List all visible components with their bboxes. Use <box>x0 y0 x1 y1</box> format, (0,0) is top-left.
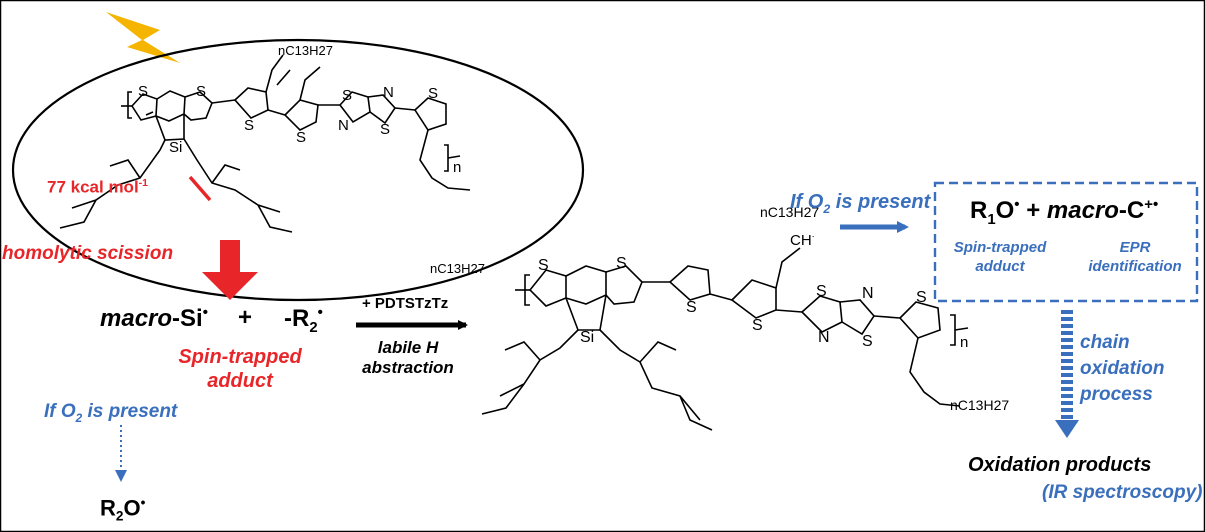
atom-s: S <box>244 117 255 134</box>
atom-s: S <box>380 121 391 138</box>
atom-s: S <box>342 87 353 104</box>
bond-energy-label: 77 kcal mol-1 <box>47 177 149 197</box>
homolytic-scission-label: homolytic scission <box>2 243 174 264</box>
atom-s: S <box>538 257 549 274</box>
oxidation-products-label: Oxidation products <box>968 454 1152 476</box>
chain-oxidation-arrowhead <box>1055 420 1079 438</box>
polymer-structure-reactant <box>59 54 471 233</box>
atom-s: S <box>296 129 307 146</box>
r2o-radical: R2O• <box>100 495 146 524</box>
reagent-label: + PDTSTzTz <box>362 295 449 312</box>
atom-s: S <box>752 317 763 334</box>
products-box <box>933 181 1199 303</box>
bond-cleavage-mark <box>188 175 212 202</box>
atom-s: S <box>686 299 697 316</box>
atom-s: S <box>196 83 207 100</box>
if-o2-present-right: If O2 is present <box>790 191 931 216</box>
homolytic-arrow <box>202 240 258 300</box>
macro-si-radical: macro-Si• <box>100 305 208 332</box>
atom-si: Si <box>580 329 595 346</box>
atom-n: N <box>862 285 874 302</box>
substituent-top-reactant: nC13H27 <box>278 43 333 58</box>
radical-site-ch: CH· <box>790 231 815 249</box>
atom-s: S <box>816 283 827 300</box>
repeat-unit-n: n <box>960 334 969 351</box>
substituent-bottom-radical: nC13H27 <box>950 397 1010 413</box>
atom-n: N <box>338 117 349 134</box>
ir-spectroscopy-label: (IR spectroscopy) <box>1042 482 1203 503</box>
lightning-bolt-icon <box>106 12 180 63</box>
atom-si: Si <box>169 139 183 156</box>
r1o-macro-c-radicals: R1O• + macro-C+• <box>970 197 1159 228</box>
substituent-top-radical: nC13H27 <box>760 204 820 220</box>
atom-n: N <box>383 84 394 101</box>
atom-s: S <box>916 289 927 306</box>
atom-s: S <box>862 333 873 350</box>
plus-sign: + <box>238 304 253 331</box>
atom-s: S <box>428 85 439 102</box>
atom-s: S <box>138 83 149 100</box>
r2-radical: -R2• <box>284 305 323 336</box>
repeat-unit-n: n <box>453 159 462 176</box>
substituent-bottom-reactant: nC13H27 <box>430 261 485 276</box>
if-o2-present-left: If O2 is present <box>44 401 178 425</box>
atom-s: S <box>616 255 627 272</box>
reactant-ellipse <box>11 38 585 302</box>
polymer-structure-radical <box>481 247 969 431</box>
atom-n: N <box>818 329 830 346</box>
